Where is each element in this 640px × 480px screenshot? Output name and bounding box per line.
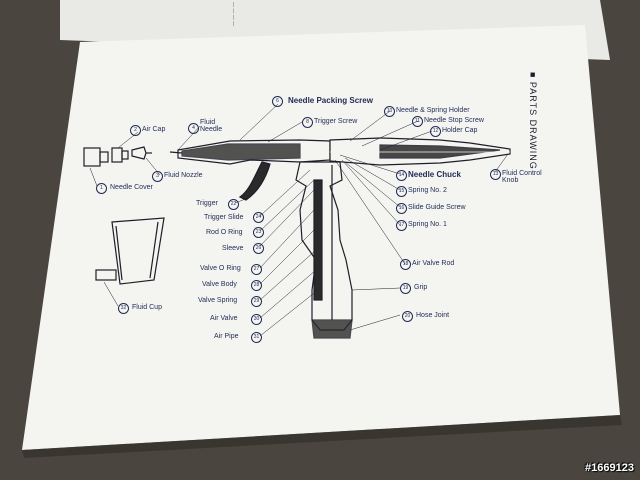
callout-2: 2 xyxy=(130,125,141,136)
callout-30: 30 xyxy=(251,314,262,325)
label-fluid-cup: Fluid Cup xyxy=(132,304,162,311)
callout-3: 3 xyxy=(152,171,163,182)
section-title: ■ PARTS DRAWING xyxy=(528,72,538,170)
label-air-valve: Air Valve xyxy=(210,315,238,322)
callout-32: 32 xyxy=(118,303,129,314)
label-valve-o-ring: Valve O Ring xyxy=(200,265,241,272)
image-id-watermark: #1669123 xyxy=(585,462,634,474)
callout-12: 12 xyxy=(430,126,441,137)
callout-15: 15 xyxy=(396,186,407,197)
label-grip: Grip xyxy=(414,284,428,291)
label-trigger-screw: Trigger Screw xyxy=(314,118,358,125)
label-rod-o-ring: Rod O Ring xyxy=(206,229,243,236)
label-valve-body: Valve Body xyxy=(202,281,237,288)
airbrush-body xyxy=(169,137,511,166)
label-needle-packing-screw: Needle Packing Screw xyxy=(288,96,373,105)
fluid-cup-part xyxy=(95,217,165,285)
callout-24: 24 xyxy=(253,212,264,223)
label-fluid-needle: Fluid Needle xyxy=(200,119,223,133)
label-air-valve-rod: Air Valve Rod xyxy=(412,260,455,267)
label-air-pipe: Air Pipe xyxy=(214,333,239,340)
callout-10: 10 xyxy=(384,106,395,117)
fluid-nozzle-part xyxy=(131,146,152,160)
callout-17: 17 xyxy=(396,220,407,231)
grip-part xyxy=(295,161,353,339)
trigger-part xyxy=(238,161,271,201)
callout-19: 19 xyxy=(400,283,411,294)
sheet-shadow xyxy=(22,415,622,458)
label-trigger-slide: Trigger Slide xyxy=(204,214,244,221)
callout-27: 27 xyxy=(251,264,262,275)
callout-18: 18 xyxy=(400,259,411,270)
needle-cover-part xyxy=(83,147,109,167)
label-air-cap: Air Cap xyxy=(142,126,166,133)
label-holder-cap: Holder Cap xyxy=(442,127,478,134)
callout-23: 23 xyxy=(253,227,264,238)
callout-29: 29 xyxy=(251,296,262,307)
label-trigger: Trigger xyxy=(196,200,218,207)
callout-8: 8 xyxy=(302,117,313,128)
callout-26: 26 xyxy=(253,243,264,254)
air-cap-part xyxy=(111,147,129,163)
airbrush-drawing xyxy=(83,137,511,339)
label-needle-cover: Needle Cover xyxy=(110,184,153,191)
callout-4: 4 xyxy=(188,123,199,134)
label-fluid-control-knob: Fluid Control Knob xyxy=(502,170,542,184)
label-fluid-nozzle: Fluid Nozzle xyxy=(164,172,203,179)
callout-14: 14 xyxy=(396,170,407,181)
callout-13: 13 xyxy=(490,169,501,180)
callout-11: 11 xyxy=(412,116,423,127)
callout-31: 31 xyxy=(251,332,262,343)
label-spring-no1: Spring No. 1 xyxy=(408,221,447,228)
label-spring-no2: Spring No. 2 xyxy=(408,187,447,194)
callout-16: 16 xyxy=(396,203,407,214)
label-sleeve: Sleeve xyxy=(222,245,244,252)
label-valve-spring: Valve Spring xyxy=(198,297,238,304)
label-slide-guide-screw: Slide Guide Screw xyxy=(408,204,466,211)
callout-1: 1 xyxy=(96,183,107,194)
leader-lines xyxy=(89,103,509,337)
label-hose-joint: Hose Joint xyxy=(416,312,450,319)
callout-28: 28 xyxy=(251,280,262,291)
callout-20: 20 xyxy=(402,311,413,322)
callout-6: 6 xyxy=(272,96,283,107)
label-needle-spring-holder: Needle & Spring Holder xyxy=(396,107,470,114)
label-needle-stop-screw: Needle Stop Screw xyxy=(424,117,484,124)
callout-22: 22 xyxy=(228,199,239,210)
label-needle-chuck: Needle Chuck xyxy=(408,170,461,179)
background-text: — — — — xyxy=(230,2,236,27)
